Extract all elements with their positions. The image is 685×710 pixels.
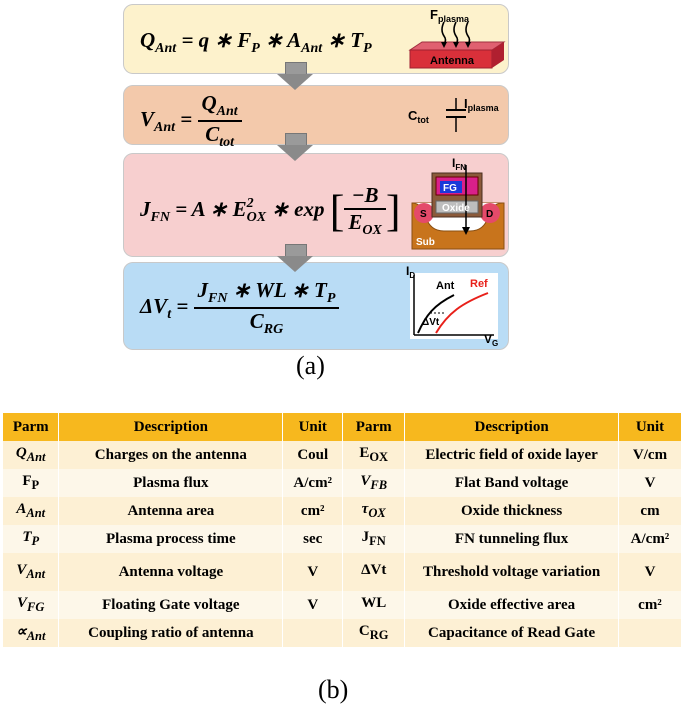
param-description: Oxide thickness [404, 497, 619, 525]
param-symbol: VAnt [3, 553, 60, 591]
vg-axis-label: VG [484, 332, 498, 347]
header-description-2: Description [404, 413, 619, 441]
substrate-label: Sub [416, 237, 435, 248]
param-symbol: WL [342, 591, 406, 619]
delta-vt-label: ΔVt [422, 317, 440, 328]
equation-q-ant: QAnt = q ∗ FP ∗ AAnt ∗ TP [140, 28, 372, 57]
param-description: Capacitance of Read Gate [404, 619, 619, 647]
param-description: Antenna voltage [58, 553, 284, 591]
param-description: Charges on the antenna [58, 441, 284, 469]
param-symbol: ΔVt [342, 553, 406, 591]
param-description: Coupling ratio of antenna [58, 619, 284, 647]
caption-a: (a) [296, 351, 325, 380]
ref-curve-label: Ref [470, 278, 488, 290]
param-unit: Coul [282, 441, 344, 469]
header-unit-1: Unit [282, 413, 344, 441]
param-description: Plasma process time [58, 525, 284, 553]
param-unit: A/cm² [282, 469, 344, 497]
param-description: Electric field of oxide layer [404, 441, 619, 469]
caption-b: (b) [318, 675, 349, 704]
c-tot-label: Ctot [408, 108, 429, 125]
antenna-plasma-icon: Antenna Fplasma [408, 7, 506, 69]
param-description: FN tunneling flux [404, 525, 619, 553]
header-description-1: Description [58, 413, 284, 441]
param-symbol: AAnt [3, 497, 60, 525]
header-parm-1: Parm [3, 413, 60, 441]
param-unit [618, 619, 683, 647]
parameter-table: Parm Description Unit Parm Description U… [3, 413, 683, 647]
header-unit-2: Unit [618, 413, 683, 441]
table-row: AAnt Antenna area cm² τOX Oxide thicknes… [3, 497, 683, 525]
param-unit: V [618, 469, 683, 497]
param-symbol: TP [3, 525, 60, 553]
table-row: FP Plasma flux A/cm² VFB Flat Band volta… [3, 469, 683, 497]
antenna-label: Antenna [430, 55, 475, 67]
i-fn-label: IFN [452, 157, 466, 172]
header-parm-2: Parm [342, 413, 406, 441]
param-unit: V/cm [618, 441, 683, 469]
param-unit: cm² [282, 497, 344, 525]
table-row: ∝Ant Coupling ratio of antenna CRG Capac… [3, 619, 683, 647]
capacitor-icon: Ctot Iplasma [408, 96, 500, 132]
param-symbol: EOX [342, 441, 406, 469]
param-symbol: VFG [3, 591, 60, 619]
param-unit: cm² [618, 591, 683, 619]
param-unit: V [282, 553, 344, 591]
param-description: Antenna area [58, 497, 284, 525]
source-label: S [420, 209, 427, 220]
param-description: Plasma flux [58, 469, 284, 497]
param-description: Oxide effective area [404, 591, 619, 619]
param-symbol: VFB [342, 469, 406, 497]
fg-label: FG [443, 183, 457, 194]
param-symbol: ∝Ant [3, 619, 60, 647]
param-description: Threshold voltage variation [404, 553, 619, 591]
id-vg-curve-icon: ID VG Ant Ref ΔVt [406, 265, 498, 347]
param-unit: cm [618, 497, 683, 525]
param-description: Floating Gate voltage [58, 591, 284, 619]
table-row: VFG Floating Gate voltage V WL Oxide eff… [3, 591, 683, 619]
ant-curve-label: Ant [436, 280, 455, 292]
param-symbol: CRG [342, 619, 406, 647]
table-row: VAnt Antenna voltage V ΔVt Threshold vol… [3, 553, 683, 591]
id-axis-label: ID [406, 265, 415, 280]
table-row: TP Plasma process time sec JFN FN tunnel… [3, 525, 683, 553]
i-plasma-label: Iplasma [464, 96, 500, 113]
param-description: Flat Band voltage [404, 469, 619, 497]
param-symbol: QAnt [3, 441, 60, 469]
param-symbol: FP [3, 469, 60, 497]
floating-gate-transistor-icon: IFN FG Oxide S D Sub [411, 157, 505, 250]
drain-label: D [486, 209, 493, 220]
antenna-voltage-box [123, 85, 509, 145]
param-symbol: JFN [342, 525, 406, 553]
oxide-label: Oxide [442, 203, 470, 214]
param-unit: sec [282, 525, 344, 553]
param-unit: V [282, 591, 344, 619]
param-unit: V [618, 553, 683, 591]
table-header-row: Parm Description Unit Parm Description U… [3, 413, 683, 441]
f-plasma-label: Fplasma [430, 7, 470, 24]
param-unit [282, 619, 344, 647]
param-symbol: τOX [342, 497, 406, 525]
param-unit: A/cm² [618, 525, 683, 553]
table-row: QAnt Charges on the antenna Coul EOX Ele… [3, 441, 683, 469]
